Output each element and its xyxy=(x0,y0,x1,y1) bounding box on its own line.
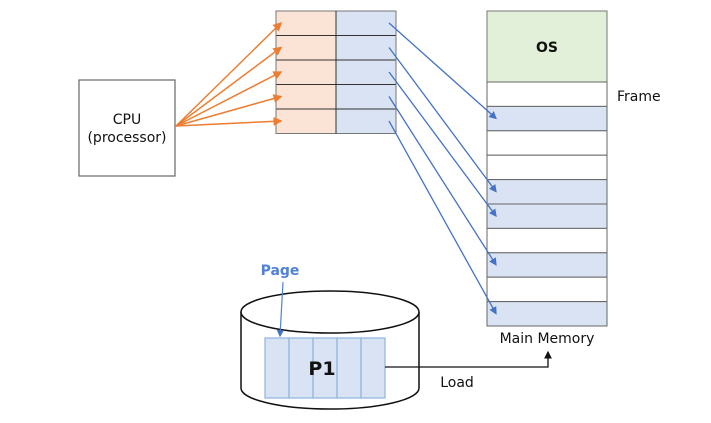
process-page xyxy=(264,337,290,399)
process-page xyxy=(288,337,314,399)
cpu-to-page-arrow xyxy=(175,94,283,127)
frame-label: Frame xyxy=(617,89,661,105)
process-page xyxy=(312,337,338,399)
page-table-frame-cell xyxy=(336,11,396,36)
page-table xyxy=(275,10,397,134)
cpu-to-page-arrow xyxy=(175,46,283,127)
memory-frame xyxy=(486,276,608,303)
page-to-frame-arrow xyxy=(388,120,497,315)
page-table-frame-cell xyxy=(336,60,396,85)
page-to-frame-arrow xyxy=(388,96,497,266)
page-to-frame-arrow xyxy=(388,22,497,120)
memory-frame xyxy=(486,301,608,327)
main-memory: OS xyxy=(486,10,608,327)
cpu-to-page-arrows xyxy=(175,21,283,127)
page-table-frame-cell xyxy=(336,109,396,134)
cpu-label: CPU xyxy=(113,112,141,128)
memory-frame xyxy=(486,81,608,107)
load-label: Load xyxy=(440,375,474,391)
cpu-to-page-arrow xyxy=(175,21,283,127)
page-table-logical-cell xyxy=(276,109,336,134)
page-table-logical-cell xyxy=(276,60,336,85)
memory-frame xyxy=(486,227,608,254)
page-pointer-arrow xyxy=(276,281,284,338)
page-table-frame-cell xyxy=(336,84,396,109)
page-table-logical-cell xyxy=(276,35,336,60)
cpu-box: CPU (processor) xyxy=(78,79,176,177)
os-label: OS xyxy=(536,40,558,56)
process-page xyxy=(336,337,362,399)
page-to-frame-arrow xyxy=(388,71,497,218)
memory-frame xyxy=(486,130,608,156)
memory-frame xyxy=(486,154,608,181)
memory-frame xyxy=(486,105,608,132)
page-label: Page xyxy=(261,263,300,279)
process-pages xyxy=(264,337,386,399)
page-to-frame-arrows xyxy=(388,22,497,315)
page-table-logical-cell xyxy=(276,11,336,36)
load-arrow xyxy=(385,350,552,368)
process-page xyxy=(360,337,386,399)
memory-frame xyxy=(486,203,608,229)
cpu-to-page-arrow xyxy=(175,71,283,127)
process-label: P1 xyxy=(308,358,335,380)
cpu-sublabel: (processor) xyxy=(87,130,166,146)
memory-frame xyxy=(486,179,608,205)
page-table-frame-cell xyxy=(336,35,396,60)
main-memory-caption: Main Memory xyxy=(500,331,595,347)
cpu-to-page-arrow xyxy=(175,116,283,127)
memory-frame xyxy=(486,252,608,278)
page-to-frame-arrow xyxy=(388,47,497,193)
page-table-logical-cell xyxy=(276,84,336,109)
